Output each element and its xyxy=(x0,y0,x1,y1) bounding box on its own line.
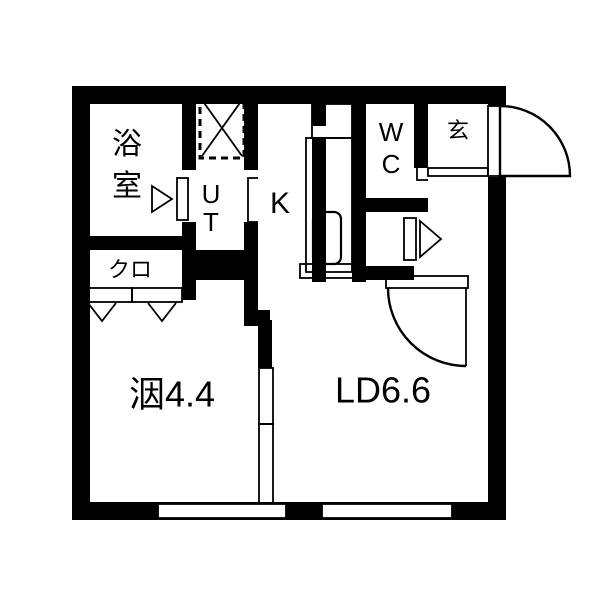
ld-door xyxy=(385,275,469,368)
bathroom-area xyxy=(90,104,196,250)
room-partition-wall xyxy=(196,264,274,505)
room-label-closet: クロ xyxy=(108,257,152,282)
room-label-living-dining: LD6.6 xyxy=(335,370,431,411)
room-label-utility-u: U xyxy=(202,179,221,209)
outer-walls xyxy=(72,86,506,520)
room-label-bathroom: 浴 xyxy=(112,128,142,161)
utility-area xyxy=(196,96,260,282)
room-label-entrance: 玄 xyxy=(447,118,469,143)
room-label-wc-c: C xyxy=(382,149,401,179)
wc-area xyxy=(366,104,475,212)
kitchen-area xyxy=(258,103,359,282)
closet-area xyxy=(85,250,196,323)
room-label-bathroom-2: 室 xyxy=(112,170,142,203)
room-label-kitchen: K xyxy=(270,187,290,220)
room-label-utility-t: T xyxy=(203,207,219,237)
room-label-western-room: 洇4.4 xyxy=(129,374,215,415)
windows xyxy=(157,503,453,519)
room-label-wc-w: W xyxy=(379,117,404,147)
entrance-area xyxy=(427,104,572,212)
